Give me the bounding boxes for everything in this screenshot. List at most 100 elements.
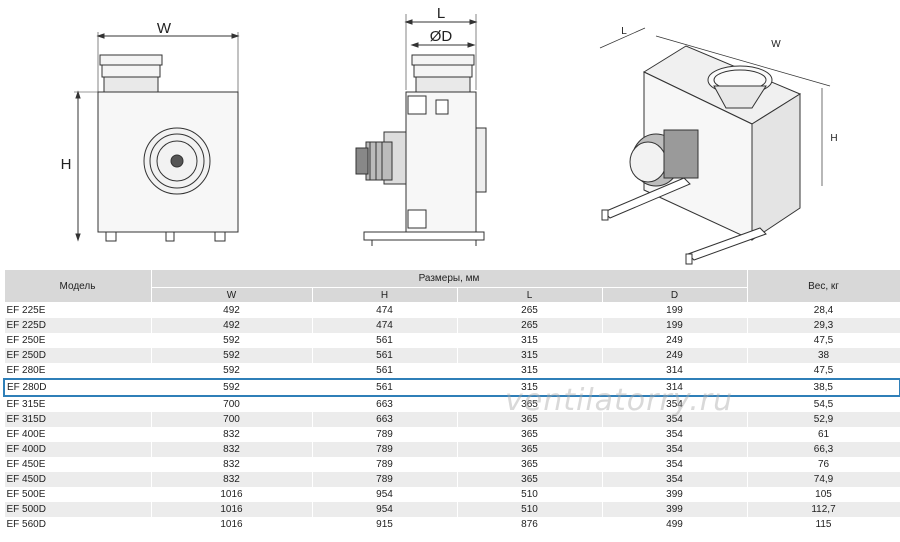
cell-h: 954 xyxy=(311,487,458,502)
header-h: H xyxy=(311,287,458,303)
cell-l: 365 xyxy=(456,457,603,472)
cell-w: 832 xyxy=(150,472,313,487)
cell-weight: 105 xyxy=(746,487,900,502)
header-dimensions: Размеры, мм xyxy=(150,269,748,288)
cell-d: 354 xyxy=(601,442,748,457)
cell-d: 199 xyxy=(601,318,748,333)
cell-d: 399 xyxy=(601,502,748,517)
cell-weight: 115 xyxy=(746,517,900,532)
cell-model: EF 450E xyxy=(3,457,152,472)
cell-model: EF 400E xyxy=(3,427,152,442)
header-model: Модель xyxy=(3,269,152,303)
cell-weight: 66,3 xyxy=(746,442,900,457)
front-width-label: W xyxy=(157,20,172,37)
cell-w: 700 xyxy=(150,396,313,412)
cell-d: 314 xyxy=(601,363,748,379)
cell-h: 789 xyxy=(311,442,458,457)
cell-w: 592 xyxy=(150,348,313,363)
iso-width-label: W xyxy=(771,39,781,50)
cell-d: 314 xyxy=(601,378,748,397)
cell-weight: 47,5 xyxy=(746,363,900,379)
front-view xyxy=(74,32,240,242)
header-weight: Вес, кг xyxy=(746,269,900,303)
cell-l: 315 xyxy=(456,333,603,348)
cell-l: 365 xyxy=(456,396,603,412)
cell-weight: 112,7 xyxy=(746,502,900,517)
cell-h: 789 xyxy=(311,427,458,442)
cell-model: EF 280D xyxy=(3,378,152,397)
cell-d: 249 xyxy=(601,348,748,363)
cell-model: EF 500D xyxy=(3,502,152,517)
cell-l: 365 xyxy=(456,472,603,487)
cell-d: 249 xyxy=(601,333,748,348)
cell-d: 354 xyxy=(601,427,748,442)
cell-weight: 74,9 xyxy=(746,472,900,487)
cell-model: EF 280E xyxy=(3,363,152,379)
cell-weight: 47,5 xyxy=(746,333,900,348)
front-height-label: H xyxy=(61,156,72,173)
cell-h: 663 xyxy=(311,412,458,427)
cell-h: 561 xyxy=(311,378,458,397)
cell-w: 832 xyxy=(150,442,313,457)
cell-weight: 38,5 xyxy=(746,378,900,397)
side-length-label: L xyxy=(437,5,445,22)
cell-h: 789 xyxy=(311,472,458,487)
cell-d: 354 xyxy=(601,472,748,487)
cell-model: EF 560D xyxy=(3,517,152,532)
cell-l: 365 xyxy=(456,427,603,442)
cell-h: 561 xyxy=(311,348,458,363)
cell-weight: 52,9 xyxy=(746,412,900,427)
cell-l: 265 xyxy=(456,318,603,333)
cell-model: EF 225E xyxy=(3,302,152,318)
cell-weight: 38 xyxy=(746,348,900,363)
cell-h: 915 xyxy=(311,517,458,532)
cell-l: 876 xyxy=(456,517,603,532)
technical-drawings: W H L ØD xyxy=(0,0,900,268)
isometric-view xyxy=(599,27,831,265)
cell-weight: 76 xyxy=(746,457,900,472)
cell-model: EF 450D xyxy=(3,472,152,487)
cell-l: 365 xyxy=(456,412,603,427)
cell-weight: 29,3 xyxy=(746,318,900,333)
cell-h: 474 xyxy=(311,318,458,333)
cell-h: 561 xyxy=(311,363,458,379)
header-l: L xyxy=(456,287,603,303)
cell-h: 954 xyxy=(311,502,458,517)
cell-d: 354 xyxy=(601,412,748,427)
cell-l: 315 xyxy=(456,378,603,397)
iso-length-label: L xyxy=(621,26,627,37)
cell-weight: 61 xyxy=(746,427,900,442)
cell-l: 315 xyxy=(456,363,603,379)
cell-h: 663 xyxy=(311,396,458,412)
cell-w: 592 xyxy=(150,378,313,397)
cell-model: EF 250E xyxy=(3,333,152,348)
side-diameter-label: ØD xyxy=(430,28,453,45)
specifications-table: Модель Размеры, мм Вес, кг W H L D EF 22… xyxy=(3,269,900,532)
cell-l: 365 xyxy=(456,442,603,457)
cell-weight: 28,4 xyxy=(746,302,900,318)
cell-w: 592 xyxy=(150,333,313,348)
cell-model: EF 500E xyxy=(3,487,152,502)
cell-h: 474 xyxy=(311,302,458,318)
cell-h: 789 xyxy=(311,457,458,472)
cell-model: EF 400D xyxy=(3,442,152,457)
cell-weight: 54,5 xyxy=(746,396,900,412)
cell-w: 832 xyxy=(150,427,313,442)
cell-w: 492 xyxy=(150,318,313,333)
cell-model: EF 315E xyxy=(3,396,152,412)
cell-d: 354 xyxy=(601,457,748,472)
cell-w: 592 xyxy=(150,363,313,379)
